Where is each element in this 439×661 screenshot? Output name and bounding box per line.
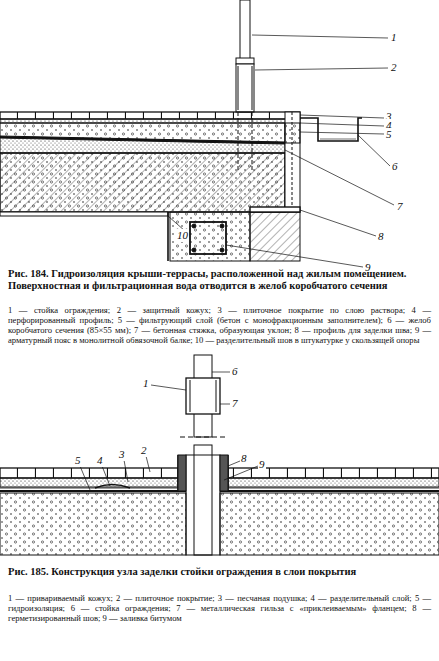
figure-legend: 1 — привариваемый кожух; 2 — плиточное п… xyxy=(8,594,431,624)
callout-number: 5 xyxy=(74,454,82,467)
callout-number: 6 xyxy=(231,365,239,378)
figure-legend: 1 — стойка ограждения; 2 — защитный кожу… xyxy=(8,306,431,346)
callout-number: 8 xyxy=(377,230,385,243)
callout-number: 7 xyxy=(231,397,239,410)
figure-caption: Рис. 184. Гидроизоляция крыши-террасы, р… xyxy=(8,268,431,292)
figure-184 xyxy=(0,0,394,267)
callout-number: 2 xyxy=(390,61,398,74)
figure-185 xyxy=(0,355,439,555)
callout-number: 5 xyxy=(385,128,393,141)
callout-number: 6 xyxy=(391,160,399,173)
callout-number: 4 xyxy=(96,454,104,467)
callout-number: 8 xyxy=(240,452,248,465)
callout-number: 10 xyxy=(176,229,189,242)
callout-number: 9 xyxy=(258,458,266,471)
callout-number: 3 xyxy=(118,448,126,461)
callout-number: 2 xyxy=(140,444,148,457)
callout-number: 1 xyxy=(142,377,150,390)
callout-number: 1 xyxy=(390,31,398,44)
figure-caption: Рис. 185. Конструкция узла заделки стойк… xyxy=(8,566,431,578)
callout-number: 7 xyxy=(396,200,404,213)
